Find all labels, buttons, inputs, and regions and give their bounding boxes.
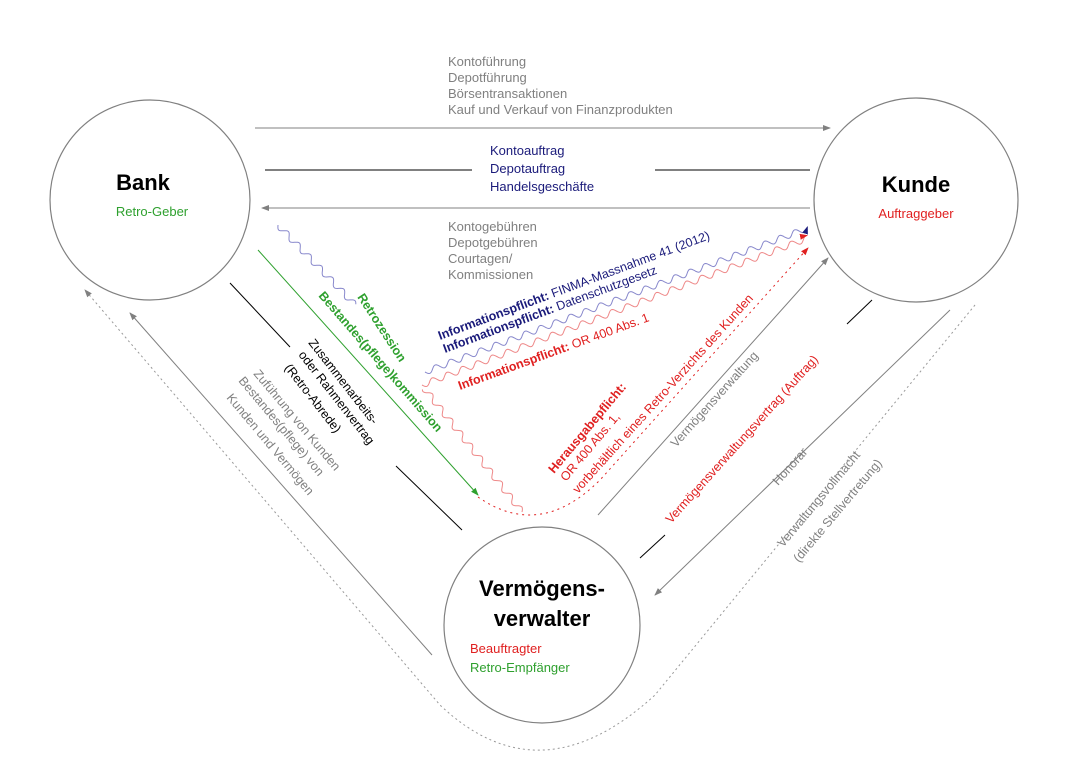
vv-title: Vermögens- [479, 576, 605, 601]
vv-contract-line [639, 534, 666, 559]
vv-role: Retro-Empfänger [470, 660, 570, 675]
fee-item: Kommissionen [448, 267, 533, 282]
retrozession-wave [277, 224, 357, 305]
vv-contract-line [846, 299, 873, 325]
info-red-wave [421, 233, 808, 388]
contract-line [395, 465, 463, 531]
bank-node [49, 99, 251, 301]
retro-red-wave [421, 389, 523, 513]
service-item: Kauf und Verkauf von Finanzprodukten [448, 102, 673, 117]
order-item: Handelsgeschäfte [490, 179, 594, 194]
kunde-node [813, 97, 1019, 303]
supply-arrow [129, 312, 433, 656]
service-item: Kontoführung [448, 54, 526, 69]
order-item: Kontoauftrag [490, 143, 564, 158]
fee-item: Courtagen/ [448, 251, 513, 266]
service-item: Depotführung [448, 70, 527, 85]
vv-role: Beauftragter [470, 641, 542, 656]
management-arrow [597, 257, 829, 516]
herausgabe-dotted-arrow [477, 247, 809, 516]
honorar-label: Honorar [770, 445, 811, 488]
honorar-arrow [654, 309, 951, 596]
bank-title: Bank [116, 170, 171, 195]
kunde-title: Kunde [882, 172, 950, 197]
herausgabe-label: Herausgabepflicht: [546, 380, 630, 476]
bank-role: Retro-Geber [116, 204, 189, 219]
order-item: Depotauftrag [490, 161, 565, 176]
fee-item: Depotgebühren [448, 235, 538, 250]
fee-item: Kontogebühren [448, 219, 537, 234]
kunde-role: Auftraggeber [878, 206, 954, 221]
kommission-arrow [257, 249, 479, 496]
contract-line [229, 282, 291, 348]
vollmacht-dotted-line [84, 289, 976, 751]
vermoegensverwalter-node [443, 526, 641, 724]
service-item: Börsentransaktionen [448, 86, 567, 101]
vv-title: verwalter [494, 606, 591, 631]
info-blue-wave [424, 226, 808, 375]
